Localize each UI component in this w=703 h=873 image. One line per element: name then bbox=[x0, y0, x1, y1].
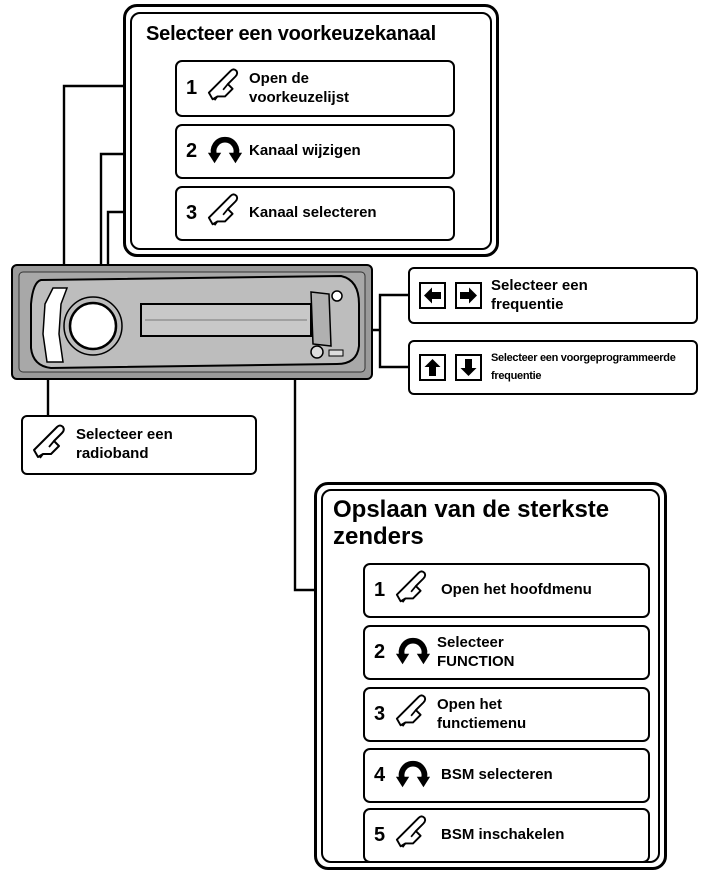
step-label: Kanaal selecteren bbox=[249, 204, 377, 222]
rotate-knob-icon bbox=[394, 753, 432, 798]
arrow-right-key-icon[interactable] bbox=[455, 282, 482, 309]
step-number: 3 bbox=[374, 703, 386, 725]
bsm-step-3[interactable]: 3 Open het functiemenu bbox=[363, 687, 650, 742]
bsm-step-5[interactable]: 5 BSM inschakelen bbox=[363, 808, 650, 863]
press-finger-icon bbox=[394, 813, 432, 858]
step-label: Kanaal wijzigen bbox=[249, 142, 361, 160]
press-finger-icon bbox=[206, 191, 244, 236]
multi-control-knob bbox=[68, 301, 118, 351]
step-number: 3 bbox=[186, 202, 198, 224]
step-number: 2 bbox=[374, 641, 386, 663]
bsm-step-2[interactable]: 2 Selecteer FUNCTION bbox=[363, 625, 650, 680]
band-label: Selecteer een radioband bbox=[76, 426, 173, 462]
step-label: Selecteer FUNCTION bbox=[437, 633, 515, 670]
band-button bbox=[42, 287, 69, 363]
step-label: Open de voorkeuzelijst bbox=[249, 69, 350, 106]
step-label: Open het functiemenu bbox=[437, 695, 527, 732]
preset-step-2[interactable]: 2 Kanaal wijzigen bbox=[175, 124, 455, 179]
bsm-step-4[interactable]: 4 BSM selecteren bbox=[363, 748, 650, 803]
frequency-label: Selecteer een frequentie bbox=[491, 276, 588, 313]
preset-frequency-callout[interactable]: Selecteer een voorgeprogrammeerde freque… bbox=[408, 340, 698, 395]
preset-step-3[interactable]: 3 Kanaal selecteren bbox=[175, 186, 455, 241]
press-finger-icon bbox=[206, 66, 244, 111]
step-number: 5 bbox=[374, 824, 386, 846]
step-number: 1 bbox=[374, 579, 386, 601]
rotate-knob-icon bbox=[206, 129, 244, 174]
arrow-left-key-icon[interactable] bbox=[419, 282, 446, 309]
step-label: BSM inschakelen bbox=[441, 826, 565, 844]
band-callout[interactable]: Selecteer een radioband bbox=[21, 415, 257, 475]
press-finger-icon bbox=[31, 422, 71, 469]
arrow-up-key-icon[interactable] bbox=[419, 354, 446, 381]
arrow-down-key-icon[interactable] bbox=[455, 354, 482, 381]
car-radio-front-panel bbox=[11, 264, 373, 380]
bsm-step-1[interactable]: 1 Open het hoofdmenu bbox=[363, 563, 650, 618]
preset-step-1[interactable]: 1 Open de voorkeuzelijst bbox=[175, 60, 455, 117]
press-finger-icon bbox=[394, 692, 432, 737]
step-label: Open het hoofdmenu bbox=[441, 581, 592, 599]
step-label: BSM selecteren bbox=[441, 766, 553, 784]
rotate-knob-icon bbox=[394, 630, 432, 675]
press-finger-icon bbox=[394, 568, 432, 613]
step-number: 2 bbox=[186, 140, 198, 162]
step-number: 1 bbox=[186, 77, 198, 99]
preset-panel-title: Selecteer een voorkeuzekanaal bbox=[146, 23, 436, 45]
bsm-panel-title: Opslaan van de sterkste zenders bbox=[333, 496, 610, 550]
step-number: 4 bbox=[374, 764, 386, 786]
frequency-callout[interactable]: Selecteer een frequentie bbox=[408, 267, 698, 324]
preset-frequency-label: Selecteer een voorgeprogrammeerde freque… bbox=[491, 352, 676, 382]
